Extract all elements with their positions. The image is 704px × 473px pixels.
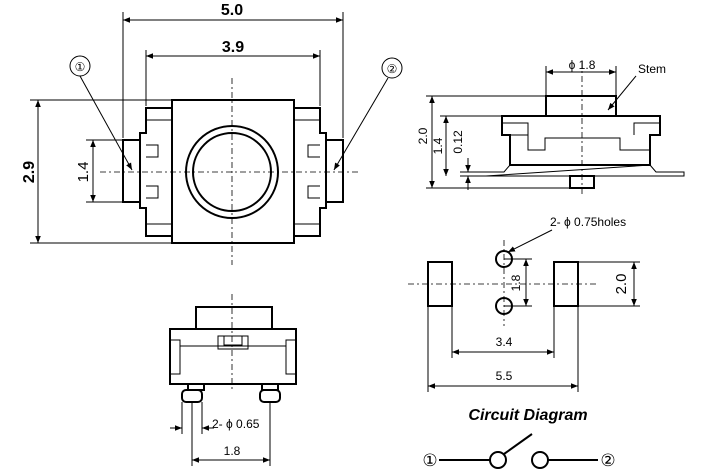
dim-terminal-pitch: 1.4 bbox=[75, 162, 92, 183]
front-body bbox=[169, 328, 297, 385]
circuit-term-1: ① bbox=[422, 451, 437, 471]
dim-height-outer: 2.9 bbox=[21, 161, 38, 183]
dim-height-body: 1.4 bbox=[431, 137, 445, 154]
dim-pad-inner: 3.4 bbox=[496, 335, 513, 349]
dim-pad-height: 2.0 bbox=[613, 274, 630, 295]
marker-2: ② bbox=[387, 62, 398, 76]
switch-lever bbox=[503, 433, 533, 455]
side-stem bbox=[545, 95, 617, 117]
top-right-terminal bbox=[325, 139, 344, 203]
side-view: ϕ 1.8 Stem 2.0 1.4 0.12 bbox=[416, 58, 685, 196]
top-view: 5.0 3.9 2.9 1.4 ① ② bbox=[21, 2, 403, 265]
circuit-term-2: ② bbox=[600, 451, 615, 471]
top-left-terminal bbox=[122, 139, 141, 203]
holes-label: 2- ϕ 0.75holes bbox=[550, 215, 626, 229]
front-stem bbox=[195, 306, 273, 330]
side-leads bbox=[485, 164, 685, 177]
dim-lead-thickness: 0.12 bbox=[451, 130, 465, 154]
front-pin-right bbox=[259, 389, 281, 403]
front-pin-left bbox=[181, 389, 203, 403]
dim-hole-pitch: 1.8 bbox=[509, 274, 523, 291]
top-body-outline bbox=[171, 99, 295, 244]
dim-stem-dia: ϕ 1.8 bbox=[569, 58, 596, 72]
contact-1 bbox=[489, 451, 507, 469]
dim-pin-dia: 2- ϕ 0.65 bbox=[212, 417, 260, 431]
front-view: 2- ϕ 0.65 1.8 bbox=[169, 294, 297, 466]
dim-pin-pitch: 1.8 bbox=[224, 444, 241, 458]
dim-width-outer: 5.0 bbox=[221, 2, 243, 19]
dim-height-total: 2.0 bbox=[416, 127, 430, 144]
dim-width-inner: 3.9 bbox=[222, 39, 244, 56]
circuit-diagram: Circuit Diagram ① ② bbox=[422, 407, 615, 471]
marker-1: ① bbox=[75, 60, 86, 74]
footprint-view: 2- ϕ 0.75holes 1.8 2.0 3.4 5.5 bbox=[408, 215, 640, 392]
contact-2 bbox=[531, 451, 549, 469]
circuit-title: Circuit Diagram bbox=[468, 407, 587, 424]
dim-pad-outer: 5.5 bbox=[496, 369, 513, 383]
stem-label: Stem bbox=[638, 62, 666, 76]
